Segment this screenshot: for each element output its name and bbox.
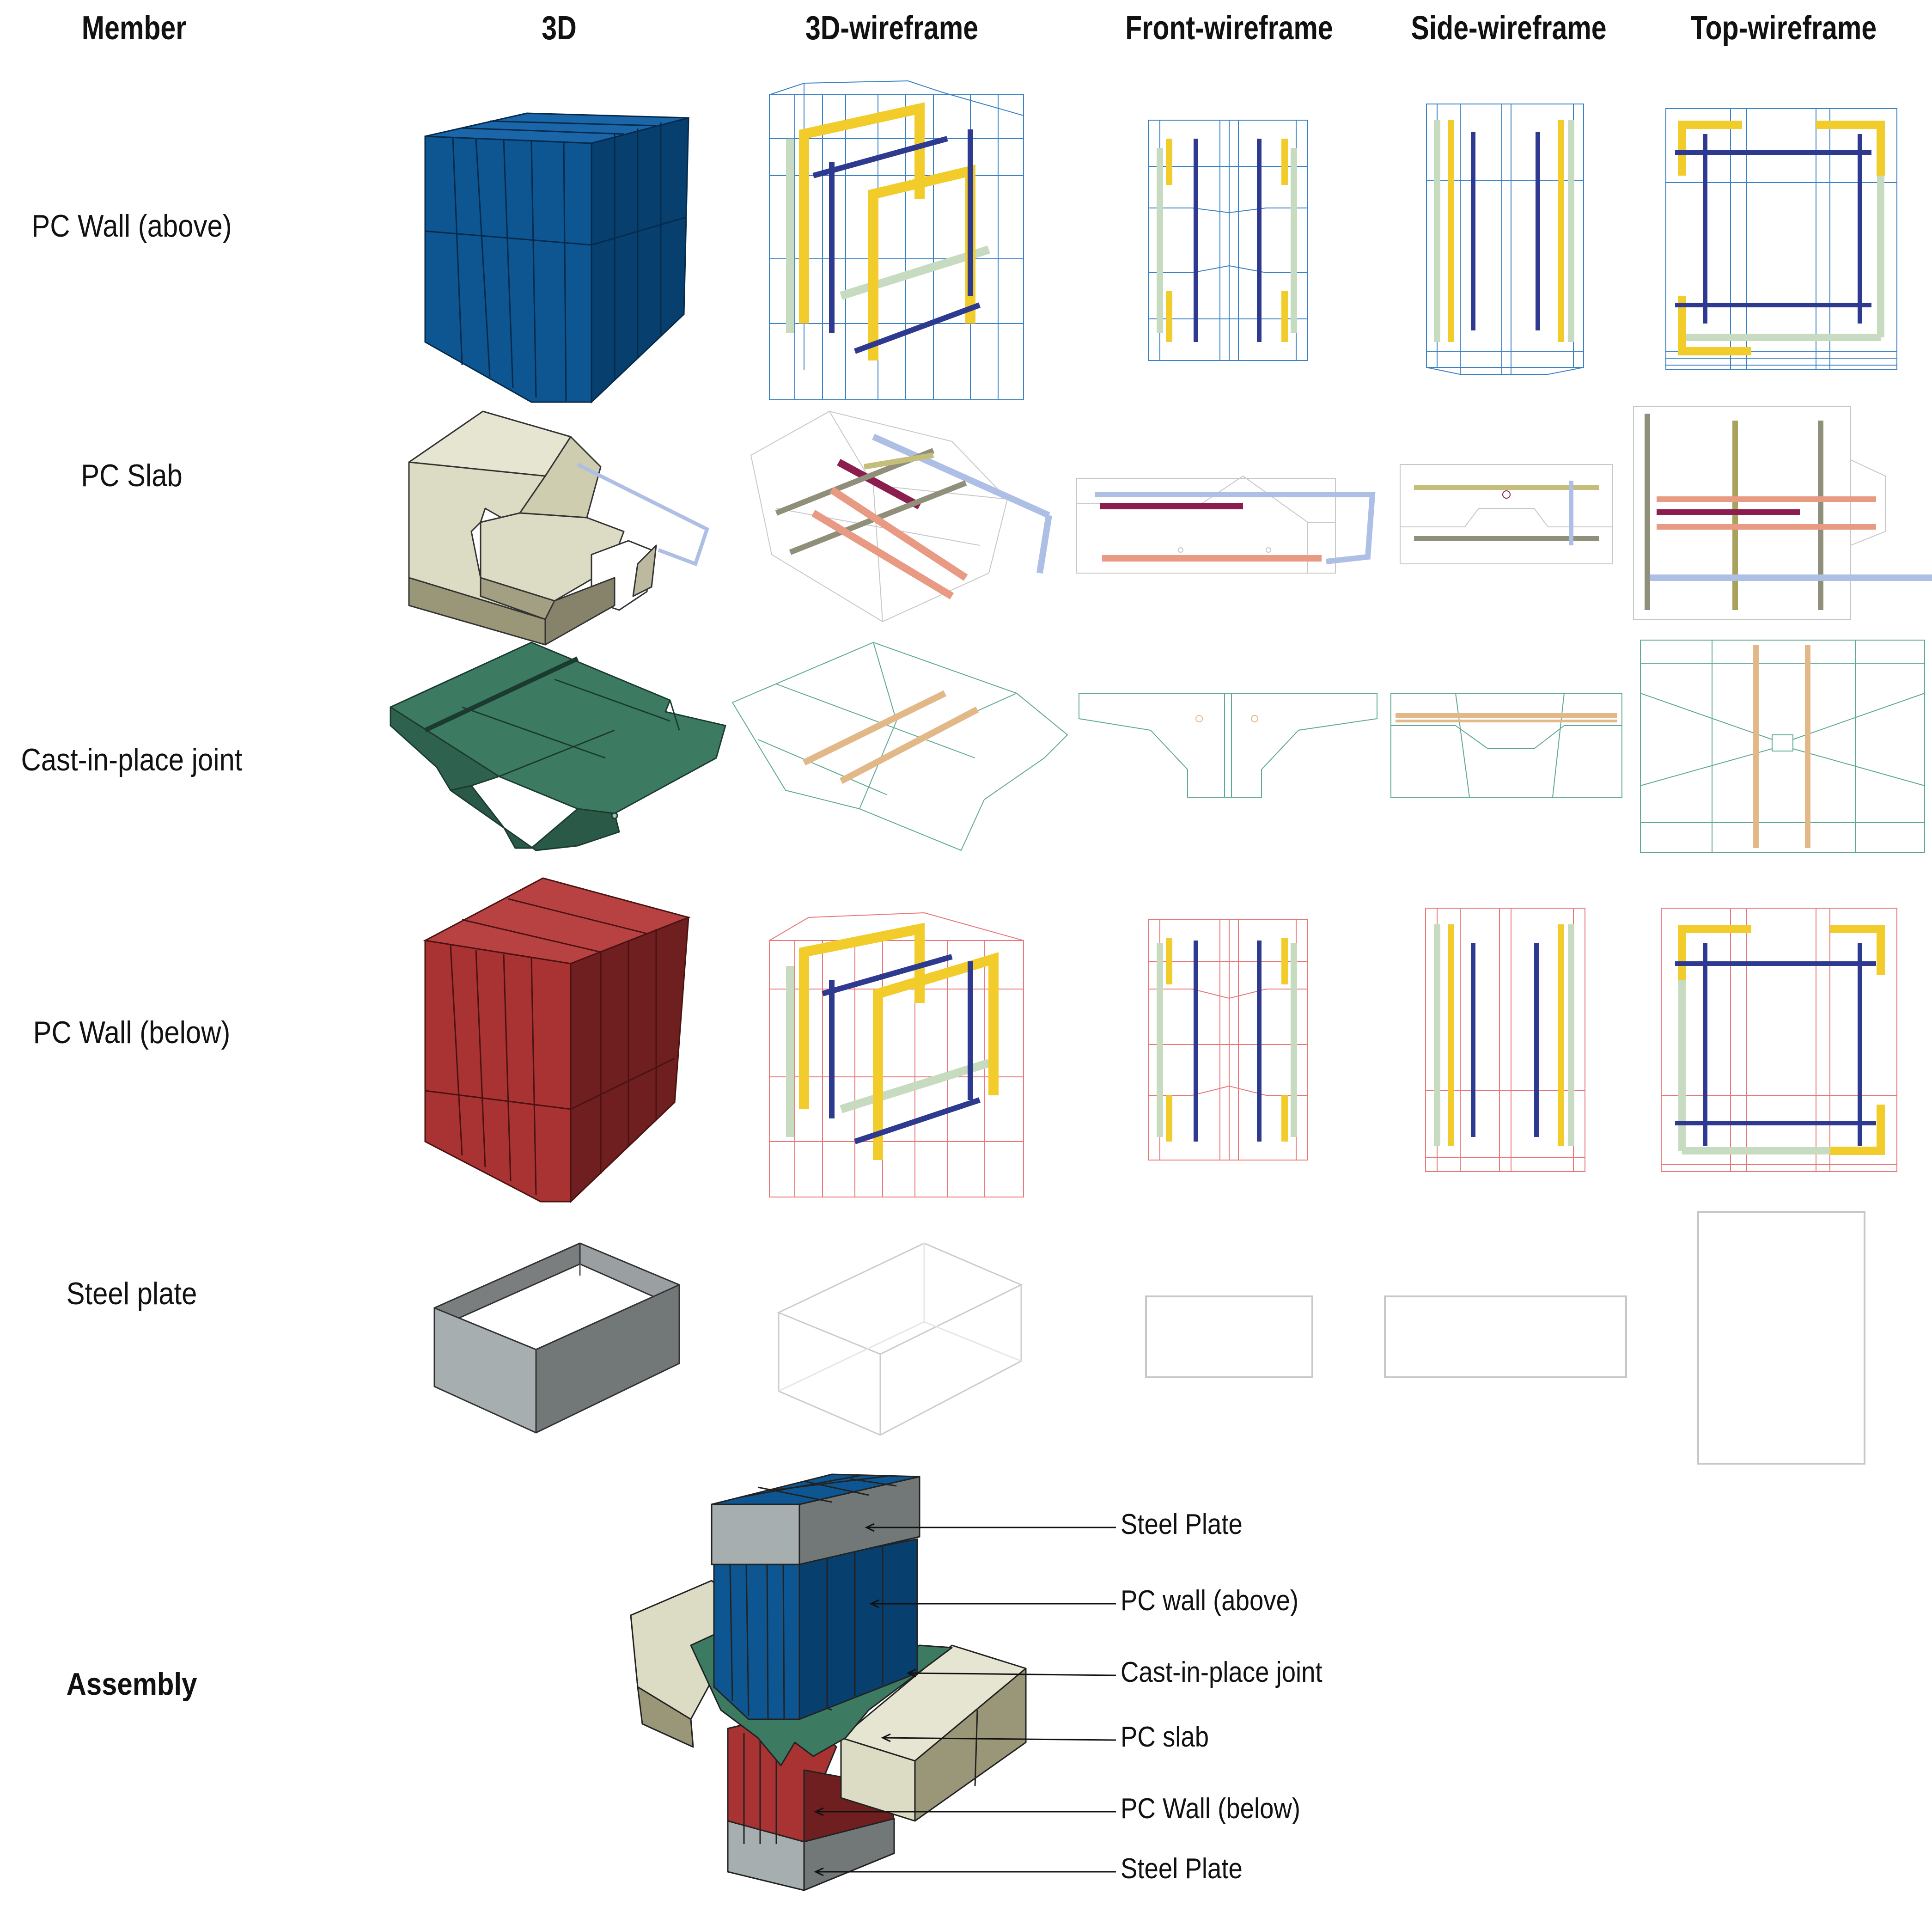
assembly-3d bbox=[630, 1473, 1027, 1891]
row-label-pc-wall-below: PC Wall (below) bbox=[33, 1015, 231, 1050]
row-label-steel-plate: Steel plate bbox=[66, 1276, 197, 1311]
pc-slab-3d-steel-loop bbox=[577, 463, 709, 567]
callout-cast-in-place-joint: Cast-in-place joint bbox=[1121, 1656, 1323, 1688]
row-label-cast-in-place-joint: Cast-in-place joint bbox=[21, 742, 243, 777]
row-label-pc-wall-above: PC Wall (above) bbox=[31, 208, 232, 244]
header-3d-wireframe: 3D-wireframe bbox=[805, 10, 979, 47]
row-label-pc-slab: PC Slab bbox=[81, 458, 183, 493]
pc-wall-below-front-wireframe bbox=[1148, 919, 1308, 1161]
header-front-wireframe: Front-wireframe bbox=[1125, 10, 1333, 47]
pc-slab-front-wireframe bbox=[1076, 475, 1376, 574]
pc-wall-above-3d bbox=[424, 112, 689, 404]
steel-plate-side-wireframe bbox=[1384, 1295, 1627, 1378]
pc-slab-top-wireframe bbox=[1633, 406, 1932, 620]
cast-in-place-joint-side-wireframe bbox=[1390, 693, 1622, 798]
cast-in-place-joint-3d bbox=[390, 641, 726, 851]
pc-slab-3d bbox=[408, 410, 657, 646]
callout-steel-plate-top: Steel Plate bbox=[1121, 1509, 1243, 1540]
steel-plate-3d-wireframe bbox=[777, 1242, 1023, 1436]
steel-plate-3d bbox=[433, 1242, 680, 1434]
pc-wall-above-side-wireframe bbox=[1426, 104, 1584, 375]
callout-pc-slab: PC slab bbox=[1121, 1721, 1209, 1753]
pc-wall-above-front-wireframe bbox=[1148, 120, 1308, 361]
pc-wall-below-top-wireframe bbox=[1661, 908, 1897, 1172]
pc-slab-side-wireframe bbox=[1400, 464, 1613, 564]
pc-wall-below-side-wireframe bbox=[1425, 908, 1585, 1172]
steel-plate-front-wireframe bbox=[1145, 1295, 1313, 1378]
header-member: Member bbox=[81, 10, 187, 47]
row-label-assembly: Assembly bbox=[66, 1667, 197, 1702]
callout-pc-wall-above: PC wall (above) bbox=[1121, 1585, 1299, 1617]
pc-wall-above-top-wireframe bbox=[1665, 108, 1897, 370]
pc-wall-above-3d-wireframe bbox=[769, 80, 1024, 400]
cast-in-place-joint-top-wireframe bbox=[1640, 640, 1925, 853]
header-top-wireframe: Top-wireframe bbox=[1690, 10, 1877, 47]
steel-plate-top-wireframe bbox=[1697, 1211, 1865, 1465]
pc-wall-below-3d bbox=[423, 877, 691, 1203]
callout-pc-wall-below: PC Wall (below) bbox=[1121, 1793, 1301, 1825]
cast-in-place-joint-3d-wireframe bbox=[732, 641, 1068, 851]
header-3d: 3D bbox=[542, 10, 577, 47]
callout-steel-plate-bottom: Steel Plate bbox=[1121, 1853, 1243, 1885]
pc-slab-3d-wireframe bbox=[750, 410, 1052, 623]
pc-wall-below-3d-wireframe bbox=[769, 912, 1024, 1197]
header-side-wireframe: Side-wireframe bbox=[1411, 10, 1607, 47]
assembly-callout-leaders bbox=[814, 1523, 1116, 1876]
cast-in-place-joint-front-wireframe bbox=[1079, 693, 1377, 798]
